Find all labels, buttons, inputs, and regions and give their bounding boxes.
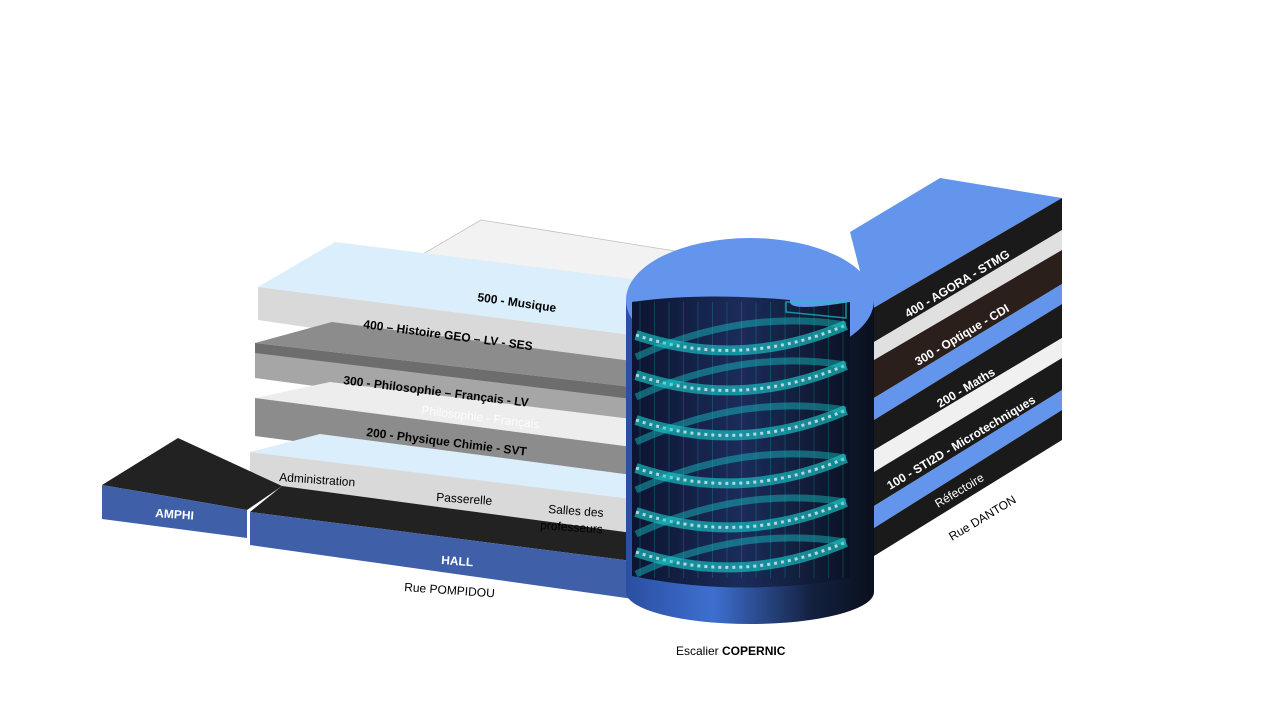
floor-100-sti2d[interactable]: [874, 338, 1062, 506]
administration-label: Administration: [279, 470, 356, 489]
amphi-front: [102, 485, 247, 538]
hall-top: [250, 486, 640, 562]
hall-block[interactable]: [250, 486, 640, 600]
escalier-prefix: Escalier: [676, 644, 722, 658]
floor-300-optique[interactable]: [874, 230, 1062, 398]
hall-front: [250, 512, 640, 600]
hall-label: HALL: [441, 553, 474, 569]
floor-400-agora[interactable]: [850, 178, 1062, 342]
ground-floor-block[interactable]: [250, 434, 640, 540]
floor-side: [874, 358, 1062, 506]
floor-side: [870, 198, 1062, 342]
rue-pompidou-label: Rue POMPIDOU: [404, 580, 495, 600]
floor-200-maths[interactable]: [874, 284, 1062, 450]
escalier-caption: Escalier COPERNIC: [676, 644, 786, 658]
floor-shadow: [255, 343, 640, 400]
left-wing: [102, 219, 701, 600]
passerelle-label: Passerelle: [436, 490, 493, 508]
salles-label-line1: Salles des: [548, 502, 604, 520]
right-wing: [850, 178, 1062, 556]
floor-top: [255, 382, 640, 448]
floor-top: [874, 230, 1062, 360]
ground-top: [250, 434, 640, 500]
floor-top: [874, 284, 1062, 420]
refectoire-block[interactable]: [874, 390, 1062, 556]
salles-label-line2: professeurs: [540, 518, 604, 536]
floor-top: [874, 338, 1062, 472]
floor-side: [874, 250, 1062, 398]
ground-front: [250, 452, 640, 540]
floor-top: [258, 242, 640, 336]
amphi-top: [102, 438, 282, 510]
escalier-cylinder[interactable]: [626, 238, 874, 624]
escalier-name: COPERNIC: [722, 644, 786, 658]
floor-side: [874, 410, 1062, 556]
amphi-label: AMPHI: [155, 506, 195, 523]
floor-top: [255, 322, 640, 388]
amphi-block[interactable]: [102, 438, 282, 538]
floor-top: [874, 390, 1062, 528]
spiral-staircase: [634, 301, 848, 578]
floor-top: [850, 178, 1062, 310]
floor-side: [874, 304, 1062, 450]
